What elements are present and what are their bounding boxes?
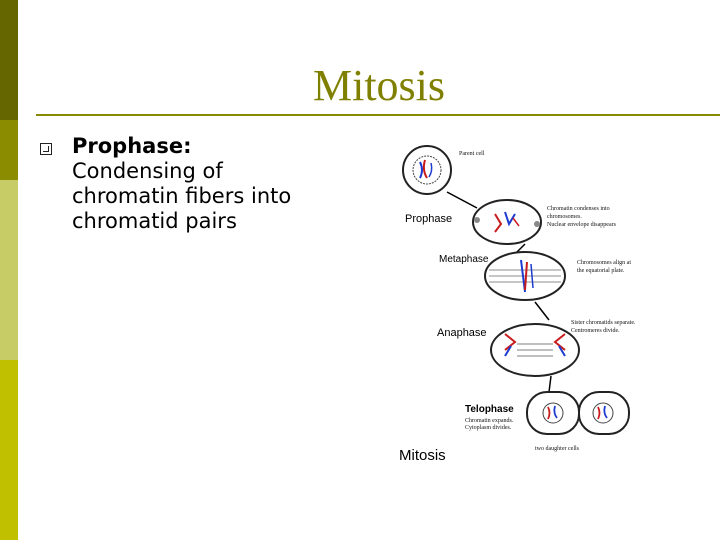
telophase-note-1: Chromatin expands. bbox=[465, 418, 514, 424]
sidebar-decoration bbox=[0, 0, 18, 540]
bullet-heading: Prophase: bbox=[72, 134, 192, 158]
prophase-cell-drawing bbox=[472, 199, 542, 245]
metaphase-cell-drawing bbox=[484, 251, 566, 301]
prophase-note-2: chromosomes. bbox=[547, 214, 582, 220]
metaphase-note-2: the equatorial plate. bbox=[577, 268, 625, 274]
sidebar-band-2 bbox=[0, 120, 18, 180]
slide-title: Mitosis bbox=[312, 61, 446, 110]
metaphase-note-1: Chromosomes align at bbox=[577, 260, 631, 266]
bullet-line-1: Condensing of bbox=[72, 159, 223, 183]
daughter-cells-label: two daughter cells bbox=[535, 446, 580, 452]
arrow-1-icon bbox=[446, 191, 478, 209]
telophase-label: Telophase bbox=[465, 404, 514, 415]
prophase-note-3: Nuclear envelope disappears bbox=[547, 222, 617, 228]
metaphase-label: Metaphase bbox=[439, 254, 489, 265]
prophase-note-1: Chromatin condenses into bbox=[547, 206, 610, 212]
telophase-cell-drawing bbox=[526, 391, 630, 435]
anaphase-cell-drawing bbox=[490, 323, 580, 377]
bullet-marker-icon bbox=[40, 143, 52, 155]
telophase-note-2: Cytoplasm divides. bbox=[465, 425, 512, 431]
bullet-line-2: chromatin fibers into bbox=[72, 184, 292, 208]
sidebar-band-1 bbox=[0, 0, 18, 120]
anaphase-label: Anaphase bbox=[437, 327, 487, 339]
title-underline bbox=[36, 114, 720, 116]
bullet-text: Prophase: Condensing of chromatin fibers… bbox=[72, 134, 392, 234]
parent-cell-drawing bbox=[402, 145, 452, 195]
bullet-line-3: chromatid pairs bbox=[72, 209, 237, 233]
anaphase-note-2: Centromeres divide. bbox=[571, 328, 620, 334]
prophase-label: Prophase bbox=[405, 213, 452, 225]
arrow-4-icon bbox=[548, 375, 552, 393]
sidebar-band-4 bbox=[0, 360, 18, 540]
sidebar-band-3 bbox=[0, 180, 18, 360]
figure-caption: Mitosis bbox=[399, 447, 446, 464]
anaphase-note-1: Sister chromatids separate. bbox=[571, 320, 636, 326]
mitosis-diagram: Parent cell Prophase Chromatin condenses… bbox=[399, 145, 636, 464]
arrow-3-icon bbox=[534, 301, 550, 321]
parent-cell-label: Parent cell bbox=[459, 151, 485, 157]
